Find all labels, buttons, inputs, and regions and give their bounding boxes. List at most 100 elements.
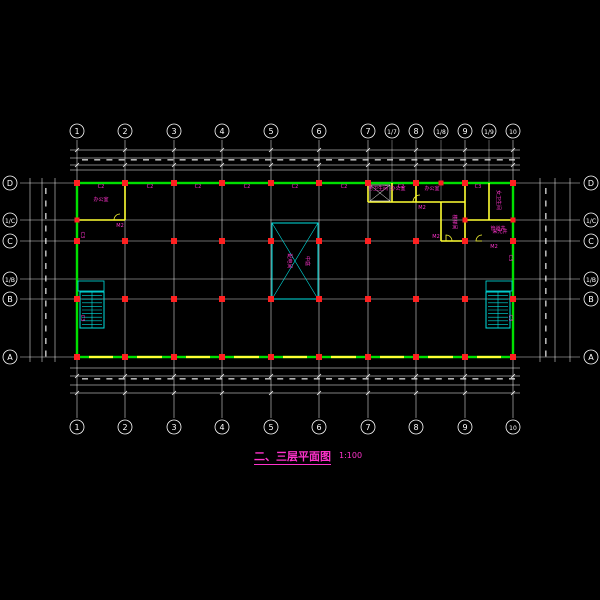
dimension-text-mark [545,200,547,207]
door-label: M2 [418,205,426,211]
dimension-text-mark [435,378,442,380]
circle-axis-icon [263,419,279,435]
dimension-text-mark [216,159,223,161]
window-label: C2 [147,184,154,190]
dimension-text-mark [423,378,430,380]
square-column-icon [268,296,274,302]
dimension-text-mark [204,378,210,380]
dimension-text-mark [82,378,88,380]
square-column-icon [268,180,274,186]
square-column-icon [171,180,177,186]
square-column-icon [74,180,80,186]
square-column-icon [510,180,516,186]
dimension-text-mark [265,378,271,380]
axis-label-left: C [7,237,13,246]
door-swing-icon [445,234,453,242]
dimension-text-mark [301,159,308,161]
stair-landing [77,280,105,292]
room-label: 办公室 [390,185,405,192]
square-column-icon [219,354,225,360]
dimension-text-mark [118,159,125,161]
square-column-icon [74,354,80,360]
dimension-text-mark [460,159,467,161]
circle-axis-icon [583,175,599,191]
dimension-text-mark [313,159,320,161]
dimension-text-mark [289,378,296,380]
dimension-text-mark [496,378,503,380]
circle-axis-icon [583,291,599,307]
axis-label-top: 1/7 [387,129,397,136]
dimension-text-mark [411,378,418,380]
dimension-text-mark [350,159,357,161]
axis-label-right: 1/C [586,218,596,225]
window-label: C2 [244,184,251,190]
room-label: 管道井 [490,225,505,232]
axis-label-top: 2 [122,127,127,136]
dimension-text-mark [460,378,467,380]
dimension-text-mark [362,159,369,161]
dimension-text-mark [350,378,357,380]
circle-axis-icon [505,123,521,139]
dimension-text-mark [399,378,406,380]
square-column-icon [268,238,274,244]
circle-axis-icon [505,419,521,435]
dimension-text-mark [45,300,47,307]
square-column-icon [219,180,225,186]
dimension-text-mark [545,225,547,232]
axis-label-top: 1/8 [436,129,446,136]
axis-label-left: B [7,295,13,304]
room-label: 楼梯间 [451,214,458,229]
dimension-text-mark [179,378,186,380]
circle-axis-icon [583,212,599,228]
dimension-text-mark [228,159,235,161]
circle-axis-icon [2,233,18,249]
door-label: M2 [490,244,498,250]
square-column-icon [171,354,177,360]
dimension-text-mark [45,250,47,257]
dimension-text-mark [191,378,198,380]
axis-label-right: D [588,179,594,188]
axis-label-bottom: 2 [122,423,127,432]
dimension-text-mark [252,378,259,380]
room-label: 采光井 [492,228,507,235]
axis-label-left: D [7,179,13,188]
dimension-text-mark [130,378,137,380]
dimension-text-mark [545,350,547,357]
axis-label-top: 3 [171,127,176,136]
dimension-text-mark [545,263,547,269]
square-column-icon [219,238,225,244]
dimension-text-mark [45,200,47,207]
drawing-title: 二、三层平面图 [254,450,331,465]
circle-axis-icon [408,419,424,435]
square-column-icon [171,238,177,244]
dimension-text-mark [167,159,174,161]
circle-axis-icon [263,123,279,139]
dimension-text-mark [289,159,296,161]
side-window-label: C3 [507,315,513,322]
side-window-label: C3 [79,232,85,239]
dimension-text-mark [106,378,113,380]
dimension-text-mark [106,159,113,161]
dimension-text-mark [155,378,162,380]
dimension-text-mark [252,159,259,161]
square-column-icon [268,354,274,360]
dimension-text-mark [45,325,47,332]
dimension-text-mark [545,250,547,257]
circle-axis-icon [408,123,424,139]
axis-label-bottom: 8 [413,423,418,432]
drawing-scale: 1:100 [339,451,363,460]
dimension-text-mark [545,325,547,332]
circle-axis-icon [2,291,18,307]
dimension-text-mark [448,159,454,161]
dimension-text-mark [484,159,491,161]
dimension-text-mark [155,159,162,161]
circle-axis-icon [69,419,85,435]
dimension-text-mark [204,159,210,161]
axis-label-bottom: 1 [74,423,79,432]
dimension-text-mark [265,159,271,161]
window-label: C2 [398,184,405,190]
door-swing-icon [475,234,483,242]
exterior-walls [75,181,515,359]
